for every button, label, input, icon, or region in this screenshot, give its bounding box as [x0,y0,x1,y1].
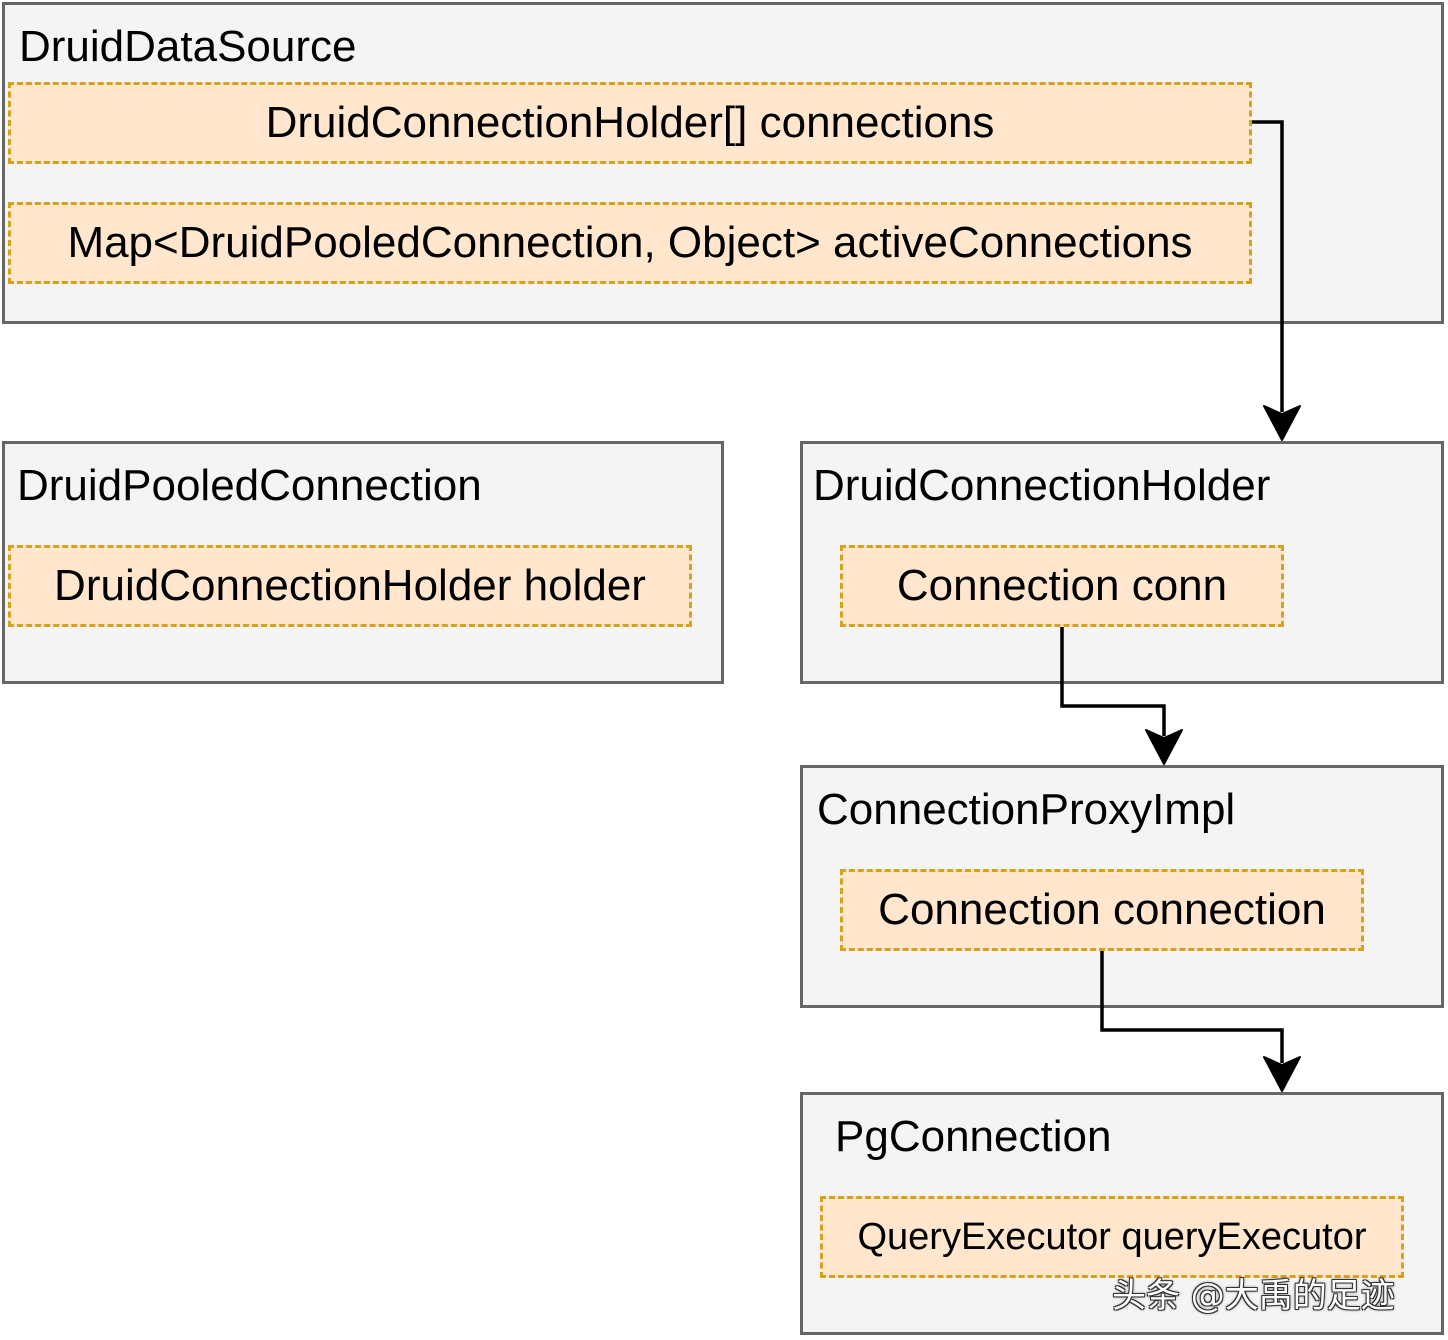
arrowhead-pg [1263,1056,1301,1092]
field-label-active-connections: Map<DruidPooledConnection, Object> activ… [67,218,1193,267]
field-label-connection: Connection connection [878,885,1326,934]
watermark: 头条 @大禹的足迹 [1112,1276,1395,1316]
class-title-druid-pooled-connection: DruidPooledConnection [17,461,482,510]
field-connection: Connection connection [840,869,1364,951]
connector-connections-to-holder [1252,120,1284,412]
field-conn: Connection conn [840,545,1284,627]
connector-conn-to-proxy [1060,627,1166,736]
field-label-connections: DruidConnectionHolder[] connections [265,98,995,147]
class-title-connection-proxy-impl: ConnectionProxyImpl [817,785,1236,834]
field-query-executor: QueryExecutor queryExecutor [820,1196,1404,1278]
field-active-connections: Map<DruidPooledConnection, Object> activ… [8,202,1252,284]
field-holder: DruidConnectionHolder holder [8,545,692,627]
connector-connection-to-pg [1100,951,1284,1063]
arrowhead-holder [1263,405,1301,441]
field-label-holder: DruidConnectionHolder holder [54,561,646,610]
field-label-query-executor: QueryExecutor queryExecutor [857,1215,1367,1258]
field-connections: DruidConnectionHolder[] connections [8,82,1252,164]
arrowhead-proxy [1145,729,1183,765]
class-title-druid-data-source: DruidDataSource [19,22,357,71]
class-title-druid-connection-holder: DruidConnectionHolder [813,461,1271,510]
field-label-conn: Connection conn [896,561,1228,610]
class-title-pg-connection: PgConnection [835,1112,1112,1161]
